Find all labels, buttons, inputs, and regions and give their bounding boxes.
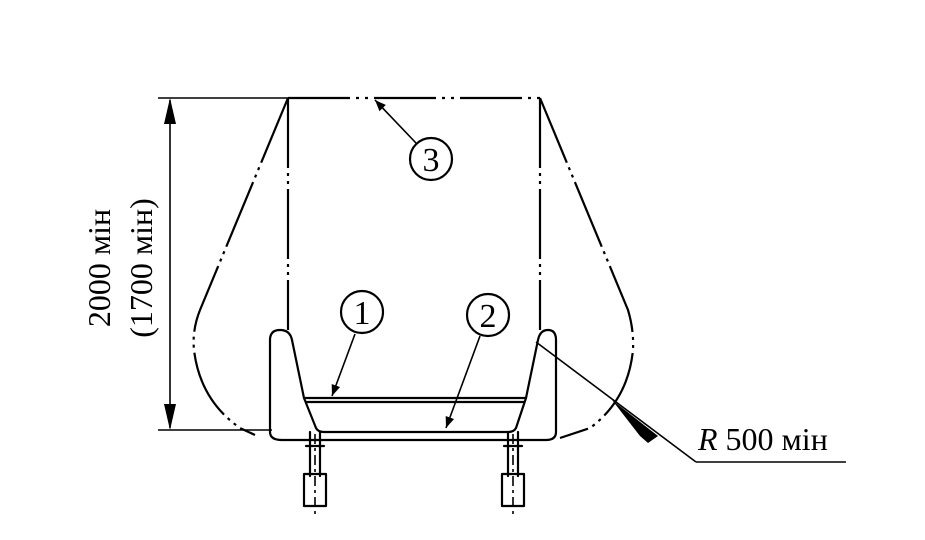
dimension-arrow-top (164, 98, 176, 124)
radius-symbol: R (697, 421, 718, 457)
inner-floor-outline (302, 396, 528, 434)
callout-3: 3 (374, 99, 454, 182)
callout-2-number: 2 (480, 298, 497, 335)
callout-1-number: 1 (354, 295, 371, 332)
callout-1-leader (331, 333, 356, 397)
height-label-primary: 2000 мін (81, 209, 117, 327)
right-support-leg (500, 430, 526, 516)
radius-label: R 500 мін (697, 421, 828, 457)
callout-1: 1 (331, 289, 385, 397)
envelope-right-outline (538, 97, 635, 440)
dimension-arrow-bottom (164, 404, 176, 430)
callout-3-leader (374, 99, 417, 144)
callout-2-circle (465, 292, 511, 338)
callout-3-circle (408, 136, 454, 182)
callout-1-circle (339, 289, 385, 335)
vehicle-body (268, 328, 558, 442)
callout-3-number: 3 (423, 142, 440, 179)
radius-value: 500 мін (718, 421, 828, 457)
height-label-alt: (1700 мін) (123, 198, 159, 338)
callout-2-leader (445, 335, 481, 429)
radius-callout: R 500 мін (535, 341, 846, 463)
outer-body-outline (268, 328, 558, 442)
height-dimension: 2000 мін (1700 мін) (81, 97, 288, 431)
clearance-envelope (192, 96, 635, 440)
envelope-left-outline (192, 97, 290, 436)
callout-2: 2 (445, 292, 511, 429)
radius-arrow (612, 400, 658, 443)
left-support-leg (302, 430, 328, 516)
support-legs (302, 430, 526, 516)
radius-leader-line (535, 341, 697, 463)
